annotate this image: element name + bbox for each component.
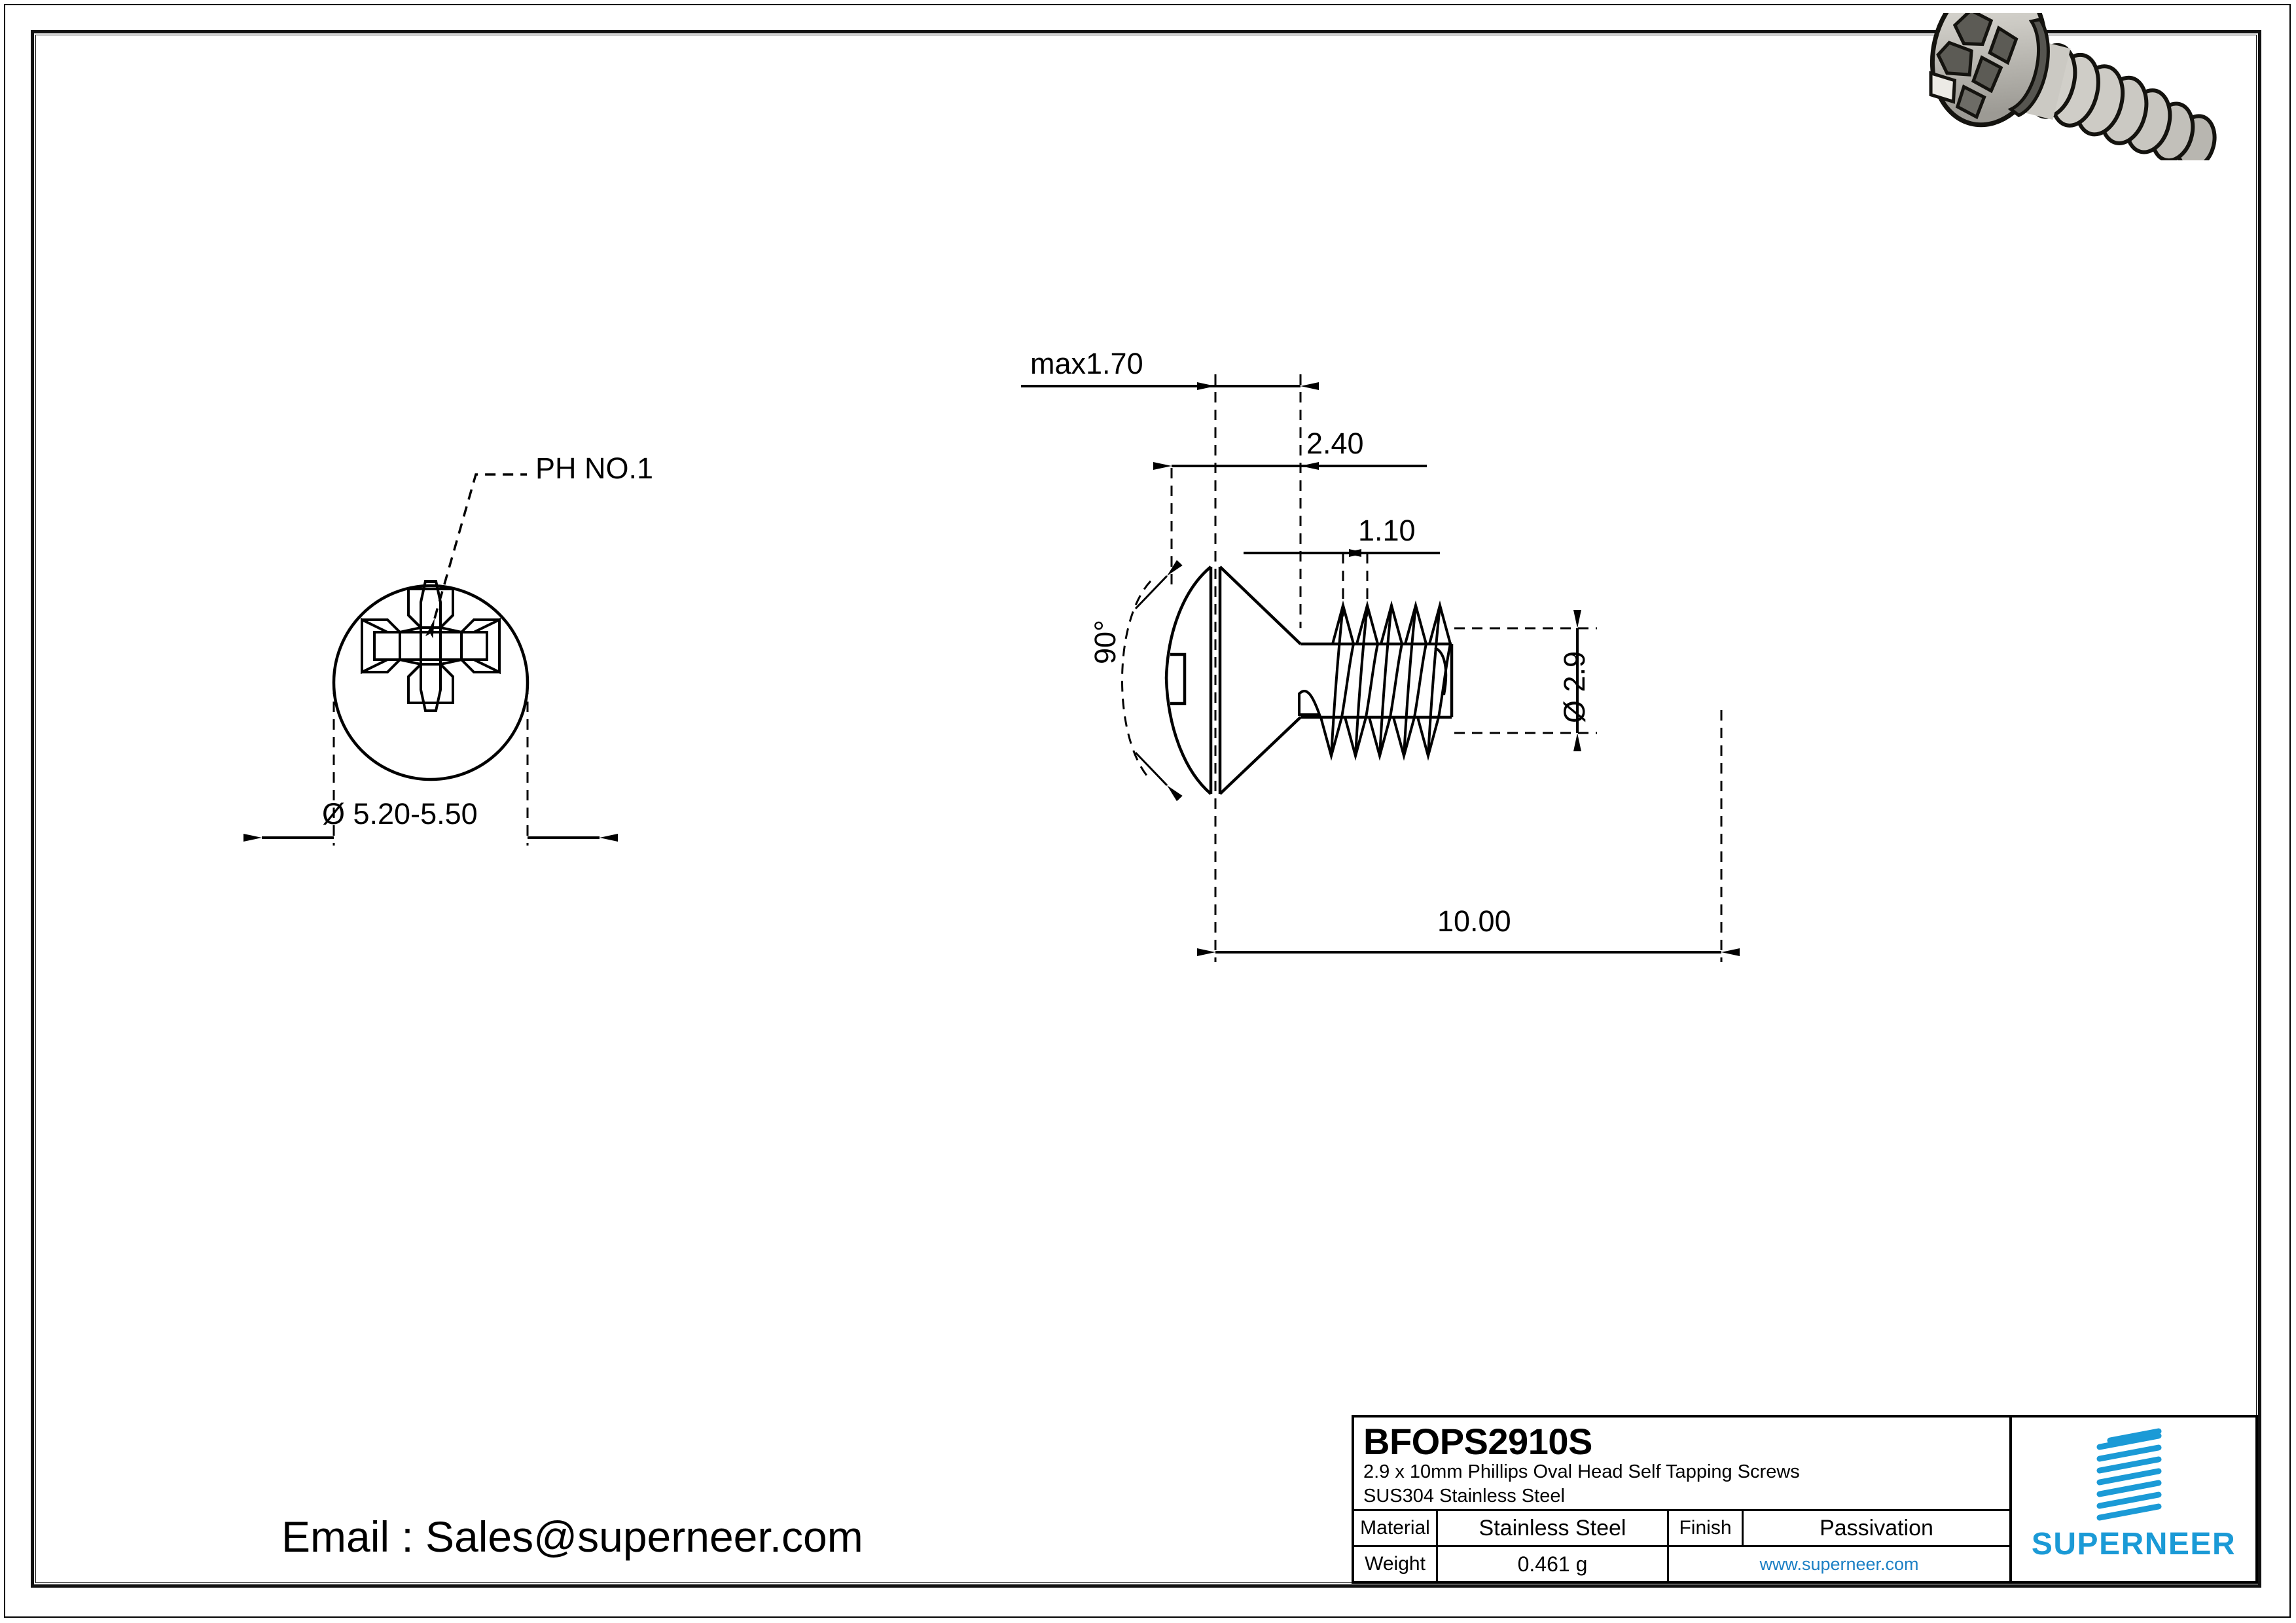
weight-value: 0.461 g <box>1438 1547 1669 1581</box>
screw-3d-render <box>1929 13 2217 160</box>
material-label: Material <box>1354 1511 1438 1545</box>
label-shank-diameter: Ø 2.9 <box>1558 651 1591 723</box>
drawing-frame <box>31 30 2261 1588</box>
material-value: Stainless Steel <box>1438 1511 1669 1545</box>
title-block: BFOPS2910S 2.9 x 10mm Phillips Oval Head… <box>1352 1415 2258 1584</box>
label-countersink-angle: 90° <box>1088 619 1122 664</box>
label-thread-pitch: 1.10 <box>1358 514 1416 547</box>
brand-name: SUPERNEER <box>2031 1527 2236 1561</box>
finish-label: Finish <box>1669 1511 1744 1545</box>
title-block-row-weight: Weight 0.461 g www.superneer.com <box>1354 1547 2009 1581</box>
description-line-2: SUS304 Stainless Steel <box>1363 1486 1565 1507</box>
label-head-diameter: Ø 5.20-5.50 <box>322 797 478 830</box>
label-head-height: max1.70 <box>1030 347 1143 380</box>
render-head-group <box>1929 13 2050 128</box>
title-block-row-material: Material Stainless Steel Finish Passivat… <box>1354 1511 2009 1547</box>
finish-value: Passivation <box>1820 1515 1933 1541</box>
website-link[interactable]: www.superneer.com <box>1759 1554 1919 1574</box>
title-block-description: BFOPS2910S 2.9 x 10mm Phillips Oval Head… <box>1354 1418 2009 1511</box>
label-head-offset: 2.40 <box>1306 427 1364 460</box>
page-border <box>4 4 2291 1618</box>
label-screw-length: 10.00 <box>1437 904 1511 938</box>
superneer-logo-icon <box>2096 1428 2162 1521</box>
weight-label: Weight <box>1354 1547 1438 1581</box>
title-block-logo-cell: SUPERNEER <box>2012 1418 2255 1581</box>
drawing-frame-inner <box>35 35 2257 1583</box>
part-number: BFOPS2910S <box>1363 1421 1592 1462</box>
label-ph-callout: PH NO.1 <box>535 452 654 485</box>
description-line-1: 2.9 x 10mm Phillips Oval Head Self Tappi… <box>1363 1461 1800 1483</box>
title-block-left: BFOPS2910S 2.9 x 10mm Phillips Oval Head… <box>1354 1418 2012 1581</box>
email-text: Email : Sales@superneer.com <box>281 1512 863 1561</box>
